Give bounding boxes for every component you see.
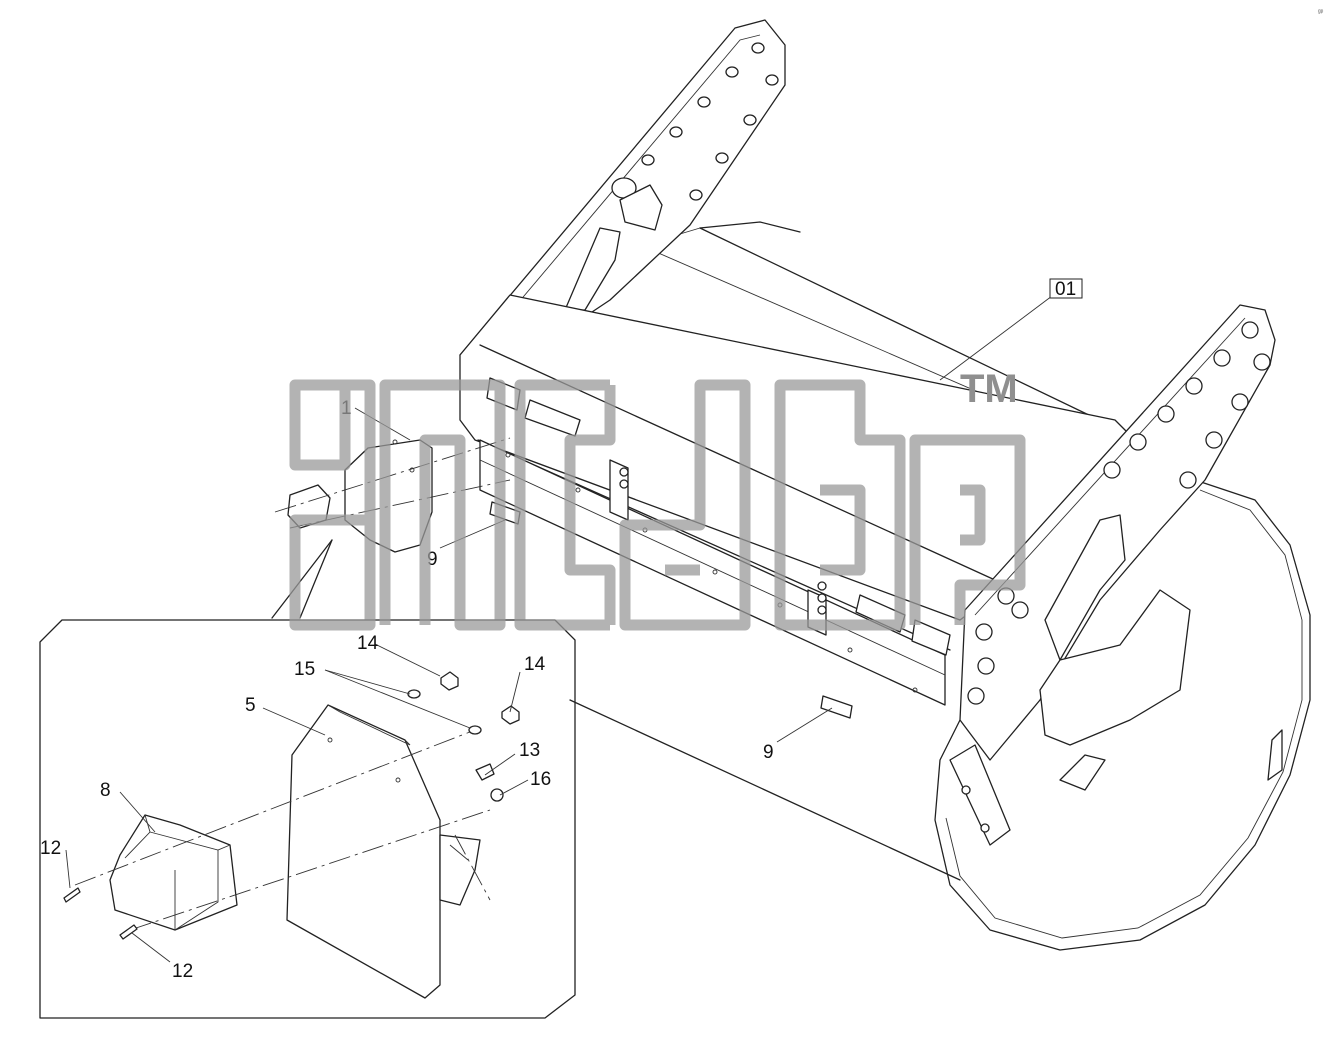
part-8-lamp [109,814,238,931]
light-assembly-small [274,437,511,553]
callout-14-left: 14 [357,633,379,654]
callout-leaders [65,295,1053,963]
callout-8: 8 [100,780,111,801]
drum-top-edge [699,227,1121,431]
detail-box [39,619,576,1019]
callout-5: 5 [245,695,256,716]
main-label: 01 [1055,279,1076,300]
callout-9-lower: 9 [763,742,774,763]
decal-9-lower [820,695,853,719]
frame-right-arm [949,304,1283,846]
part-5-plate [286,704,441,999]
arm-holes [611,42,779,201]
callout-12-upper: 12 [40,838,61,859]
callout-12-lower: 12 [172,961,193,982]
callout-13: 13 [519,740,540,761]
corner-mark: ᵍᵖ [1318,9,1324,16]
callout-9-upper: 9 [427,549,438,570]
watermark-logo: TM [289,367,1026,631]
drum-bottom-edge [569,699,961,881]
right-arm-holes [967,321,1271,705]
watermark-tm: TM [960,367,1018,411]
callout-16: 16 [530,769,551,790]
main-label-box [1049,278,1083,299]
callout-14-right: 14 [524,654,546,675]
callout-15: 15 [294,659,315,680]
